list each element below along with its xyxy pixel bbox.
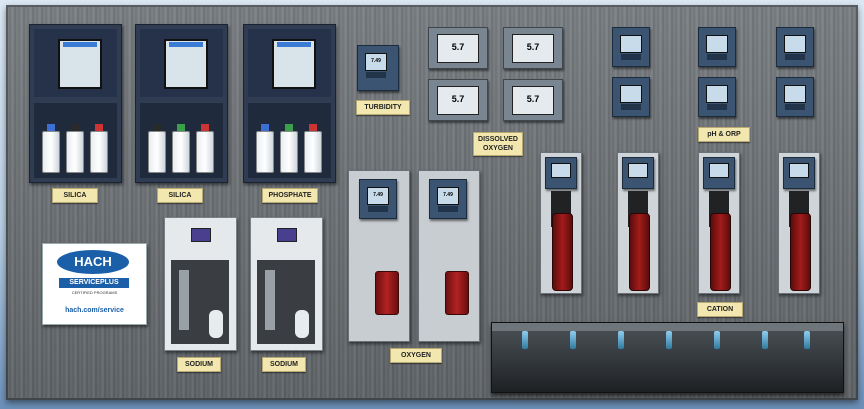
oxygen-controller-1: 7.49 [359, 179, 397, 219]
do-reading-1: 5.7 [437, 34, 479, 63]
cation-analyzer-3 [698, 152, 740, 294]
do-analyzer-1: 5.7 [428, 27, 488, 69]
do-reading-3: 5.7 [437, 86, 479, 115]
label-cation: CATION [697, 302, 743, 317]
hach-service-url: hach.com/service [65, 307, 124, 314]
sample-flow-3 [618, 331, 624, 349]
hach-brand-mark: HACH [57, 250, 129, 274]
label-silica-1: SILICA [52, 188, 98, 203]
sample-flow-2 [570, 331, 576, 349]
label-ph-orp: pH & ORP [698, 127, 750, 142]
sample-flow-4 [666, 331, 672, 349]
cation-analyzer-1 [540, 152, 582, 294]
do-analyzer-4: 5.7 [503, 79, 563, 121]
hach-serviceplus-logo: HACH SERVICEPLUS CERTIFIED PROGRAMS hach… [42, 243, 147, 325]
sample-flow-7 [804, 331, 810, 349]
phosphate-analyzer [243, 24, 336, 183]
label-phosphate: PHOSPHATE [262, 188, 318, 203]
ph-controller-1 [612, 27, 650, 67]
drain-trough [491, 322, 844, 393]
oxygen-reading-2: 7.49 [437, 187, 459, 205]
sample-flow-6 [762, 331, 768, 349]
do-reading-4: 5.7 [512, 86, 554, 115]
do-analyzer-3: 5.7 [428, 79, 488, 121]
ph-controller-4 [698, 77, 736, 117]
ph-controller-6 [776, 77, 814, 117]
sodium-analyzer-1 [164, 217, 237, 351]
turbidity-reading: 7.49 [365, 53, 387, 71]
oxygen-analyzer-2: 7.49 [418, 170, 480, 342]
do-analyzer-2: 5.7 [503, 27, 563, 69]
label-sodium-1: SODIUM [177, 357, 221, 372]
label-silica-2: SILICA [157, 188, 203, 203]
silica-analyzer-2 [135, 24, 228, 183]
sample-flow-5 [714, 331, 720, 349]
silica-analyzer-1 [29, 24, 122, 183]
label-oxygen: OXYGEN [390, 348, 442, 363]
ph-controller-2 [612, 77, 650, 117]
label-turbidity: TURBIDITY [356, 100, 410, 115]
ph-controller-3 [698, 27, 736, 67]
sodium-analyzer-2 [250, 217, 323, 351]
sample-flow-1 [522, 331, 528, 349]
cation-analyzer-2 [617, 152, 659, 294]
ph-controller-5 [776, 27, 814, 67]
turbidity-controller: 7.49 [357, 45, 399, 91]
oxygen-analyzer-1: 7.49 [348, 170, 410, 342]
do-reading-2: 5.7 [512, 34, 554, 63]
oxygen-controller-2: 7.49 [429, 179, 467, 219]
certified-programs-text: CERTIFIED PROGRAMS [71, 290, 118, 295]
label-sodium-2: SODIUM [262, 357, 306, 372]
serviceplus-mark: SERVICEPLUS [59, 278, 129, 288]
oxygen-reading-1: 7.49 [367, 187, 389, 205]
label-dissolved-oxygen: DISSOLVED OXYGEN [473, 132, 523, 156]
cation-analyzer-4 [778, 152, 820, 294]
